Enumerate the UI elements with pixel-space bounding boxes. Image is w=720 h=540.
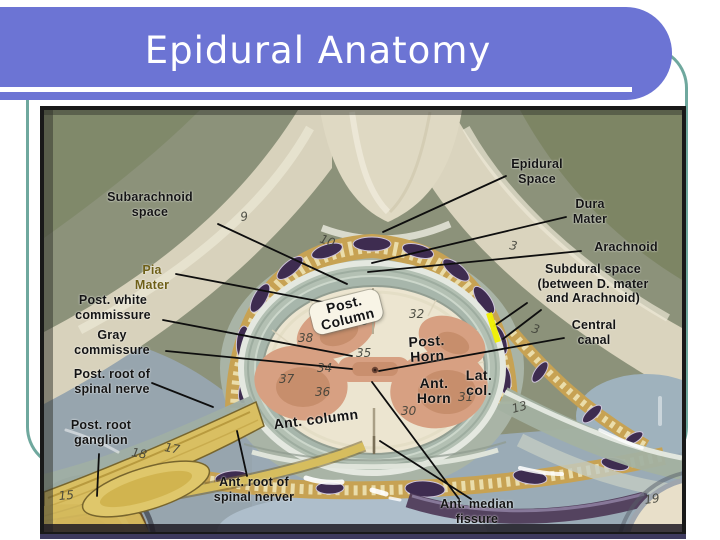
model-painting	[44, 110, 682, 532]
anatomy-model-photo	[40, 106, 686, 536]
title-underline	[0, 87, 632, 92]
title-banner: Epidural Anatomy	[0, 7, 672, 100]
photo-bottom-strip	[40, 534, 686, 539]
bone-disc-right	[625, 478, 682, 532]
page-title: Epidural Anatomy	[144, 29, 492, 72]
